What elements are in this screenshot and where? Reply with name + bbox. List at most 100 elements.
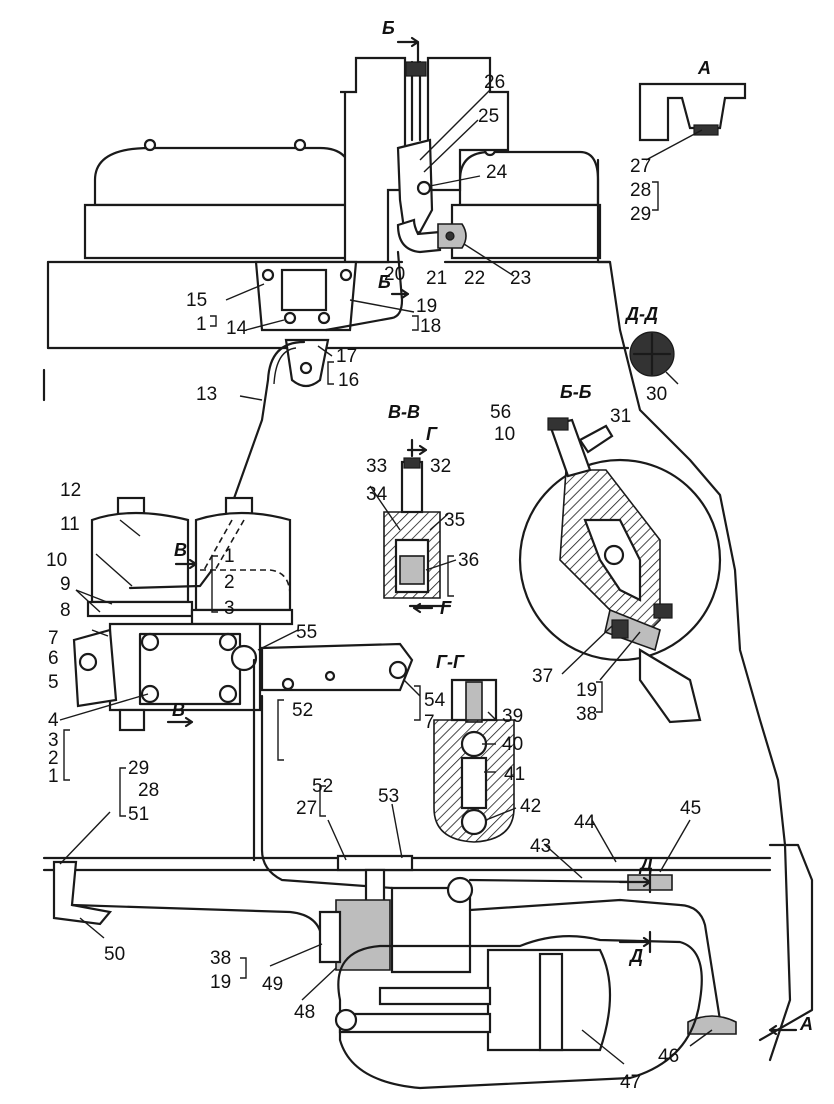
- pipe-13-inner: [273, 347, 297, 385]
- label-4: 4: [48, 710, 59, 731]
- pump-48: [335, 899, 391, 971]
- leader: [349, 299, 415, 313]
- marker-a-bottom: [768, 1024, 798, 1036]
- filter-base-left: [86, 600, 194, 618]
- leader: [75, 589, 101, 613]
- bb-ball: [603, 544, 625, 566]
- left-tank-base: [83, 203, 367, 260]
- marker-d-bottom: [618, 930, 652, 954]
- title-gg: Г-Г: [436, 652, 465, 672]
- label-37: 37: [532, 666, 553, 687]
- label-55: 55: [296, 622, 317, 643]
- title-dd: Д-Д: [624, 304, 658, 324]
- cylinder-band: [538, 952, 564, 1052]
- distributor-left-end: [72, 628, 118, 708]
- label-45: 45: [680, 798, 701, 819]
- distributor-bolt: [140, 632, 160, 652]
- section-vv: [383, 438, 452, 608]
- lower-pump-assembly: [52, 854, 737, 1090]
- label-43: 43: [530, 836, 551, 857]
- leader: [487, 711, 497, 721]
- cab-post: [340, 56, 407, 264]
- bracket-bolt: [261, 268, 275, 282]
- distributor-ring: [138, 632, 242, 706]
- section-dd: [629, 331, 675, 377]
- leader: [245, 319, 285, 331]
- cylinder-enclosure: [337, 935, 703, 1090]
- label-3: 3: [224, 598, 235, 619]
- label-49: 49: [262, 974, 283, 995]
- label-19: 19: [210, 972, 231, 993]
- leader: [239, 395, 263, 401]
- valve-bracket: [210, 250, 404, 562]
- label-26: 26: [484, 72, 505, 93]
- leader: [429, 513, 449, 531]
- marker-b-top: [396, 36, 420, 64]
- bracket-bolt: [317, 311, 331, 325]
- leader-lines: [59, 89, 713, 1065]
- detail-a-bracket: [638, 82, 747, 142]
- brace: [412, 315, 419, 331]
- bracket-bolt: [339, 268, 353, 282]
- bolt: [293, 138, 307, 152]
- gg-spring: [460, 756, 488, 810]
- leader: [659, 819, 691, 873]
- label-42: 42: [520, 796, 541, 817]
- label-47: 47: [620, 1072, 641, 1093]
- pipe-11: [128, 568, 214, 590]
- label-51: 51: [128, 804, 149, 825]
- number-labels: 1 2 3 1 2 3 4 5 6 7 8 9 10 11 12 13 14 1…: [46, 72, 701, 1093]
- title-d-top: Д: [638, 854, 653, 874]
- brace: [596, 681, 603, 713]
- pipe-18: [324, 250, 404, 332]
- label-52: 52: [312, 776, 333, 797]
- leader: [423, 119, 479, 173]
- filter-cap-left: [116, 496, 146, 516]
- leader: [225, 283, 265, 301]
- upper-fitting-assembly: [396, 60, 467, 254]
- section-bb: [518, 417, 722, 724]
- label-6: 6: [48, 648, 59, 669]
- label-27: 27: [630, 156, 651, 177]
- label-8: 8: [60, 600, 71, 621]
- lever-hole: [281, 677, 295, 691]
- title-a-top: А: [697, 58, 711, 78]
- vv-stem-top: [403, 457, 421, 469]
- label-28: 28: [630, 180, 651, 201]
- pump-right-body: [390, 886, 472, 974]
- title-vv: В-В: [388, 402, 420, 422]
- label-13: 13: [196, 384, 217, 405]
- gg-stem: [465, 681, 483, 723]
- label-34: 34: [366, 484, 388, 505]
- lever-pivot: [388, 660, 408, 680]
- lever-arm: [260, 642, 414, 692]
- label-1: 1: [224, 546, 235, 567]
- section-markers: [166, 36, 798, 1036]
- leader: [317, 345, 333, 357]
- label-21: 21: [426, 268, 447, 289]
- marker-v-left: [174, 558, 198, 570]
- bracket-block: [280, 268, 328, 312]
- pump-flange: [318, 910, 342, 964]
- leader: [425, 559, 457, 571]
- label-40: 40: [502, 734, 523, 755]
- lever-rod: [260, 694, 422, 892]
- label-15: 15: [186, 290, 207, 311]
- title-b-mid: Б: [378, 272, 391, 292]
- marker-b-mid: [390, 288, 410, 300]
- leader: [419, 89, 491, 161]
- label-46: 46: [658, 1046, 679, 1067]
- label-1: 1: [196, 314, 207, 335]
- leader: [75, 589, 113, 605]
- label-7: 7: [424, 712, 435, 733]
- label-27: 27: [296, 798, 317, 819]
- title-g-bottom: Г: [440, 598, 452, 618]
- bb-circle: [518, 458, 722, 662]
- leader: [59, 811, 111, 865]
- bb-fitting-56: [547, 417, 569, 431]
- label-22: 22: [464, 268, 485, 289]
- cylinder-rod-2: [378, 986, 492, 1006]
- label-54: 54: [424, 690, 446, 711]
- leader: [95, 553, 133, 587]
- label-2: 2: [48, 748, 59, 769]
